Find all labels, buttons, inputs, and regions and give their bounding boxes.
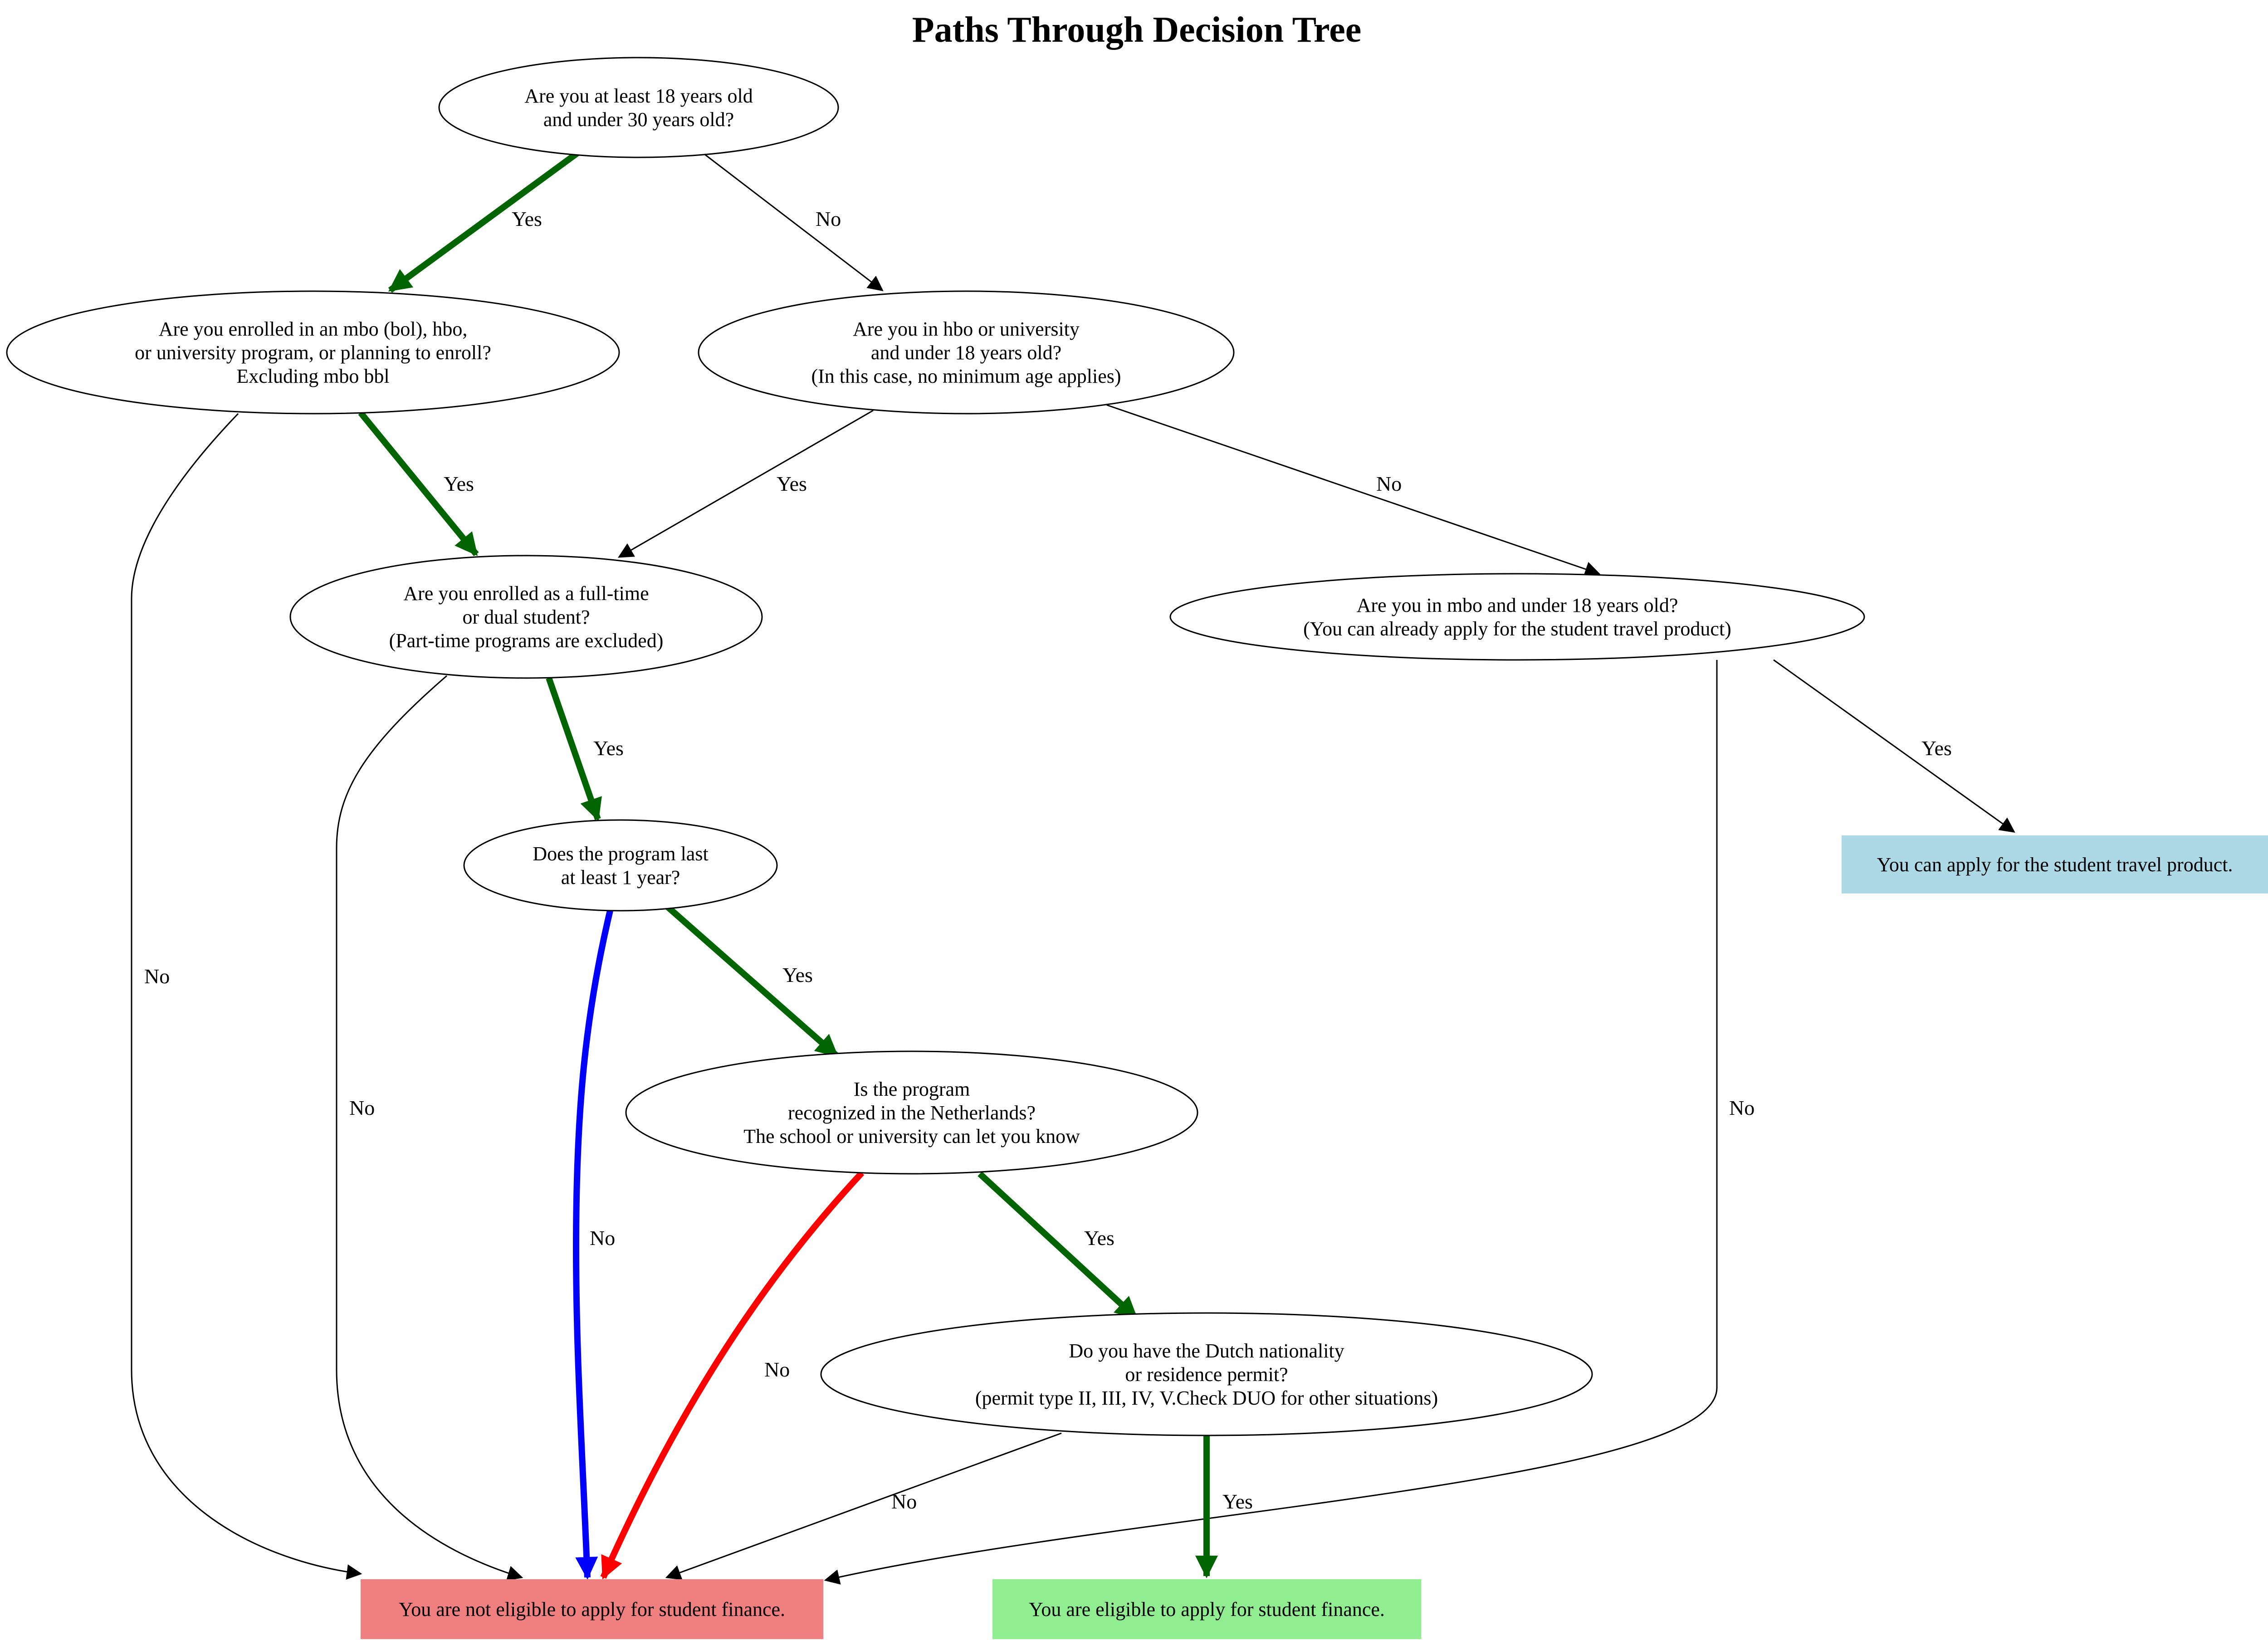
node-text-line: and under 18 years old?	[871, 342, 1061, 364]
diagram-title: Paths Through Decision Tree	[912, 10, 1362, 50]
question-ellipse	[289, 555, 763, 679]
node-text-line: (permit type II, III, IV, V.Check DUO fo…	[975, 1387, 1438, 1409]
result-not-eligible-node: You are not eligible to apply for studen…	[361, 1579, 823, 1639]
question-ellipse	[820, 1312, 1593, 1436]
edge-label-no: No	[764, 1358, 790, 1381]
edge-q-fulltime-to-r-not-eligible	[336, 675, 523, 1581]
edge-label-no: No	[891, 1490, 917, 1513]
question-enrolled-node: Are you enrolled in an mbo (bol), hbo,or…	[6, 290, 620, 415]
node-text-line: and under 30 years old?	[543, 108, 734, 131]
node-text-line: You are eligible to apply for student fi…	[1029, 1598, 1385, 1620]
question-ellipse	[6, 290, 620, 415]
question-mbo-under18-node: Are you in mbo and under 18 years old?(Y…	[1169, 573, 1865, 661]
edge-q-program-year-to-r-not-eligible	[572, 910, 613, 1580]
edge-q-nationality-to-r-not-eligible	[665, 1432, 1062, 1580]
edges-layer	[131, 145, 2015, 1585]
edge-q-mbo-under18-to-r-travel	[1773, 659, 2015, 833]
edge-q-age-to-q-hbo-under18	[698, 149, 884, 292]
node-text-line: Are you enrolled in an mbo (bol), hbo,	[159, 318, 468, 340]
edge-q-program-year-to-q-recognized	[665, 903, 839, 1059]
edge-q-hbo-under18-to-q-mbo-under18	[1106, 404, 1601, 577]
result-travel-node: You can apply for the student travel pro…	[1842, 835, 2268, 893]
node-text-line: (You can already apply for the student t…	[1303, 618, 1731, 640]
edge-q-recognized-to-r-not-eligible	[600, 1171, 865, 1580]
node-text-line: Are you in mbo and under 18 years old?	[1357, 594, 1678, 616]
edge-q-fulltime-to-q-program-year	[546, 677, 602, 821]
edge-label-yes: Yes	[444, 472, 474, 495]
edge-q-age-to-q-enrolled	[388, 145, 587, 293]
question-ellipse	[438, 57, 839, 158]
node-text-line: Does the program last	[533, 843, 708, 865]
node-text-line: at least 1 year?	[561, 866, 680, 888]
result-box	[1842, 835, 2268, 893]
edge-q-hbo-under18-to-q-fulltime	[618, 410, 874, 558]
node-text-line: Are you at least 18 years old	[524, 85, 753, 107]
edge-label-yes: Yes	[512, 207, 542, 230]
question-ellipse	[1169, 573, 1865, 661]
edge-label-yes: Yes	[777, 472, 807, 495]
edge-q-enrolled-to-r-not-eligible	[131, 413, 362, 1580]
edge-q-enrolled-to-q-fulltime	[358, 410, 479, 556]
question-ellipse	[625, 1050, 1198, 1175]
node-text-line: Are you enrolled as a full-time	[403, 582, 649, 605]
edge-label-no: No	[349, 1096, 375, 1119]
edge-label-yes: Yes	[1222, 1490, 1253, 1513]
node-text-line: Is the program	[854, 1078, 970, 1100]
edge-label-no: No	[816, 207, 841, 230]
node-text-line: You can apply for the student travel pro…	[1877, 854, 2233, 876]
edge-label-no: No	[1729, 1096, 1755, 1119]
node-text-line: You are not eligible to apply for studen…	[399, 1598, 785, 1620]
edge-label-no: No	[590, 1226, 615, 1250]
edge-label-no: No	[144, 965, 170, 988]
edge-label-yes: Yes	[1921, 737, 1952, 760]
node-text-line: Are you in hbo or university	[853, 318, 1080, 340]
edge-q-mbo-under18-to-r-not-eligible	[824, 660, 1718, 1585]
question-ellipse	[463, 819, 778, 912]
result-eligible-node: You are eligible to apply for student fi…	[992, 1579, 1421, 1639]
node-text-line: or dual student?	[462, 606, 590, 628]
node-text-line: (Part-time programs are excluded)	[389, 630, 664, 652]
node-text-line: Do you have the Dutch nationality	[1069, 1340, 1344, 1362]
node-text-line: or residence permit?	[1125, 1363, 1288, 1386]
edge-label-yes: Yes	[782, 963, 813, 986]
edge-label-yes: Yes	[593, 737, 624, 760]
question-ellipse	[698, 290, 1235, 415]
node-text-line: recognized in the Netherlands?	[788, 1102, 1036, 1124]
result-box	[361, 1579, 823, 1639]
result-box	[992, 1579, 1421, 1639]
edge-q-recognized-to-q-nationality	[978, 1171, 1139, 1321]
node-text-line: (In this case, no minimum age applies)	[811, 365, 1121, 387]
node-text-line: The school or university can let you kno…	[743, 1125, 1080, 1147]
node-text-line: or university program, or planning to en…	[135, 342, 491, 364]
edge-label-yes: Yes	[1084, 1226, 1114, 1250]
edge-label-no: No	[1376, 472, 1402, 495]
node-text-line: Excluding mbo bbl	[236, 365, 389, 387]
